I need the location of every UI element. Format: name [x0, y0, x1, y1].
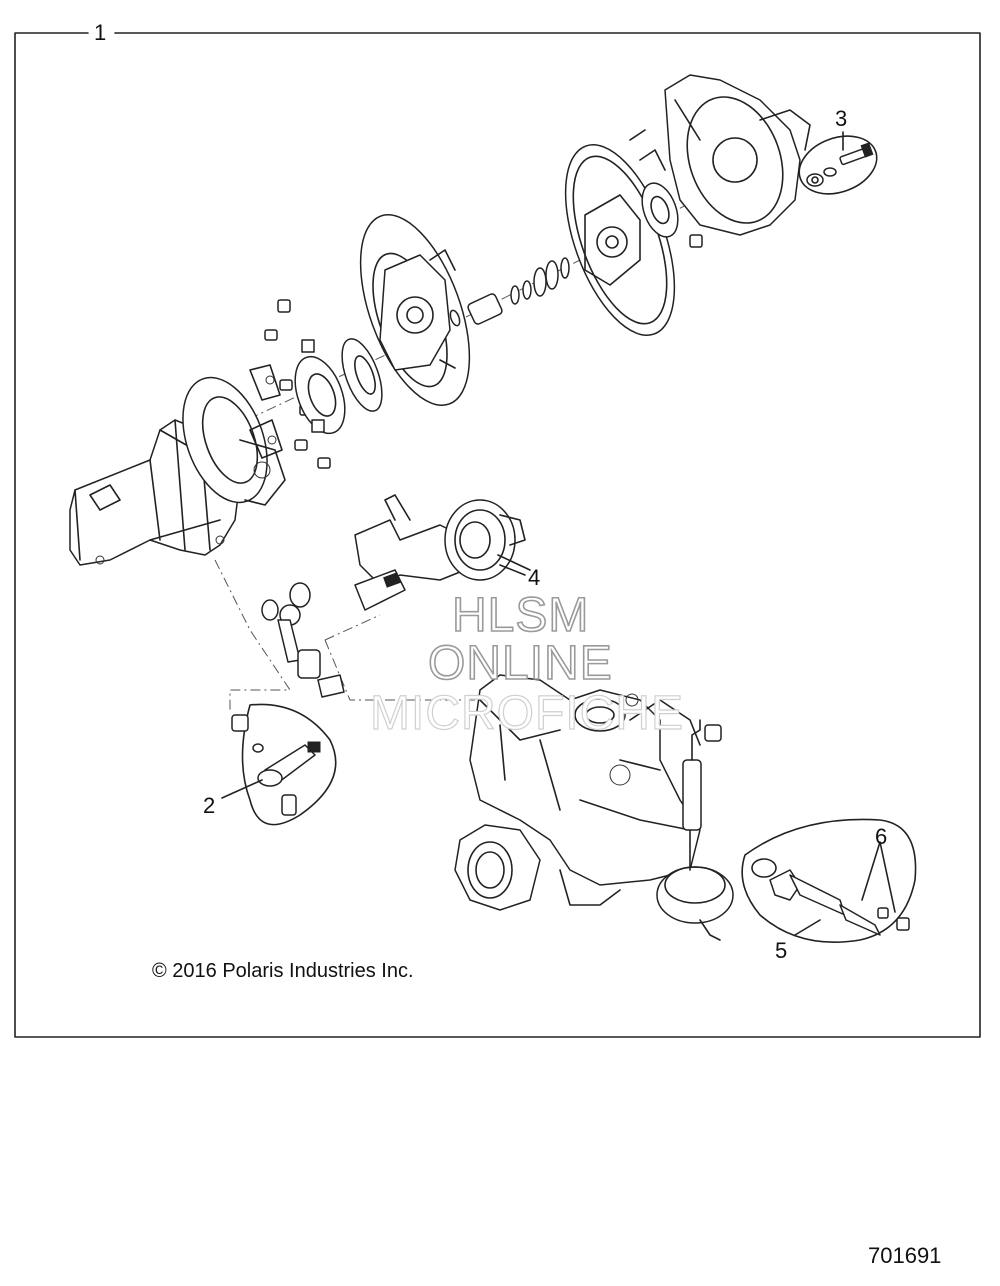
watermark-line-3: MICROFICHE — [369, 687, 684, 740]
leader-line-4 — [499, 564, 526, 576]
callout-3-group — [798, 131, 878, 195]
turbine-wheel — [341, 338, 383, 412]
callout-label-5: 5 — [775, 938, 788, 963]
callout-label-3: 3 — [835, 106, 848, 131]
center-housing — [294, 339, 346, 435]
document-number: 701691 — [868, 1243, 942, 1268]
compressor-wheel — [641, 182, 703, 248]
callout-label-4: 4 — [528, 565, 541, 590]
wastegate-linkage — [261, 582, 345, 698]
callout-5-6-group — [741, 818, 917, 943]
axis-to-actuator — [324, 614, 480, 701]
callout-label-1: 1 — [94, 20, 107, 45]
watermark-line-1: HLSM — [451, 589, 590, 642]
housing-flange — [182, 376, 286, 506]
callout-2-group — [221, 703, 337, 826]
actuator-rod — [682, 719, 722, 871]
compressor-housing — [629, 74, 811, 236]
actuator-canister — [656, 866, 734, 941]
shaft-small-parts — [449, 257, 570, 327]
turbine-housing — [454, 674, 701, 911]
frame-border — [14, 32, 981, 1038]
callout-label-6: 6 — [875, 824, 888, 849]
callout-label-2: 2 — [203, 793, 216, 818]
copyright-text: © 2016 Polaris Industries Inc. — [152, 960, 414, 982]
bearing-housing — [359, 214, 471, 406]
axis-to-link — [214, 559, 291, 710]
watermark-line-2: ONLINE — [427, 637, 613, 690]
wastegate-actuator — [354, 494, 531, 611]
